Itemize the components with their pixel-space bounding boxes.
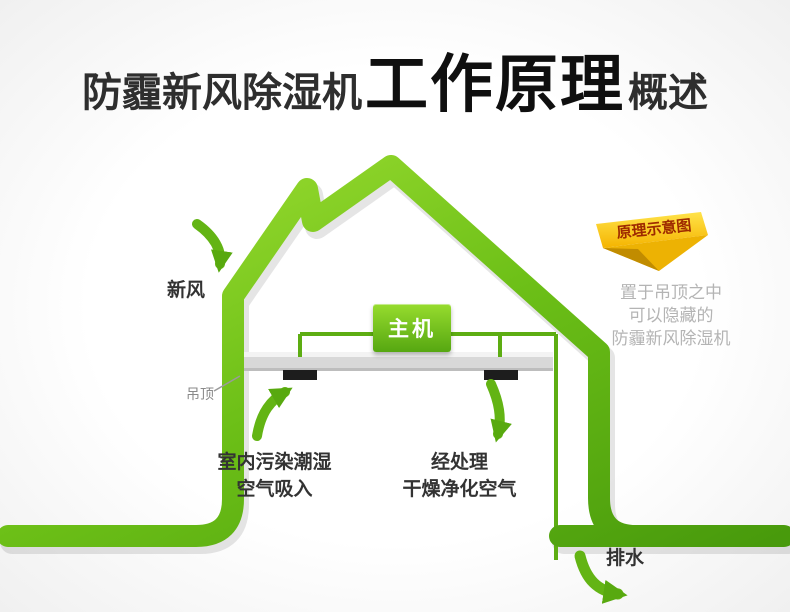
fresh-air-arrow (192, 219, 233, 273)
outlet-label: 经处理 干燥净化空气 (377, 449, 542, 503)
ribbon-banner (596, 212, 708, 271)
drain-arrow (574, 550, 628, 604)
hidden-unit-note: 置于吊顶之中 可以隐藏的 防霾新风除湿机 (585, 281, 757, 350)
outlet-label-line1: 经处理 (430, 452, 488, 473)
outlet-arrow (486, 379, 512, 443)
title-product-name: 防霾新风除湿机 (82, 71, 362, 115)
ceiling-pointer-line (213, 375, 241, 392)
ceiling-mount-left (283, 370, 317, 380)
main-unit-box: 主机 (373, 304, 451, 352)
title-suffix: 概述 (628, 71, 708, 115)
duct-lines (298, 332, 558, 560)
house-outline (0, 155, 790, 547)
ceiling-mount-right (484, 370, 518, 380)
note-line1: 置于吊顶之中 (620, 283, 722, 302)
intake-label-line1: 室内污染潮湿 (217, 452, 332, 473)
title-main-phrase: 工作原理 (365, 50, 625, 120)
page-title: 防霾新风除湿机工作原理概述 (0, 34, 790, 125)
intake-arrow (252, 387, 293, 441)
drain-label: 排水 (606, 548, 645, 569)
fresh-air-label: 新风 (167, 280, 206, 301)
ceiling-label: 吊顶 (186, 386, 214, 402)
flow-arrows (192, 219, 628, 604)
note-line3: 防霾新风除湿机 (611, 329, 731, 348)
intake-label: 室内污染潮湿 空气吸入 (182, 449, 367, 503)
ceiling-slab (233, 352, 553, 371)
outlet-label-line2: 干燥净化空气 (402, 479, 517, 500)
intake-label-line2: 空气吸入 (236, 479, 313, 500)
note-line2: 可以隐藏的 (628, 306, 714, 325)
main-unit-label: 主机 (388, 318, 436, 341)
